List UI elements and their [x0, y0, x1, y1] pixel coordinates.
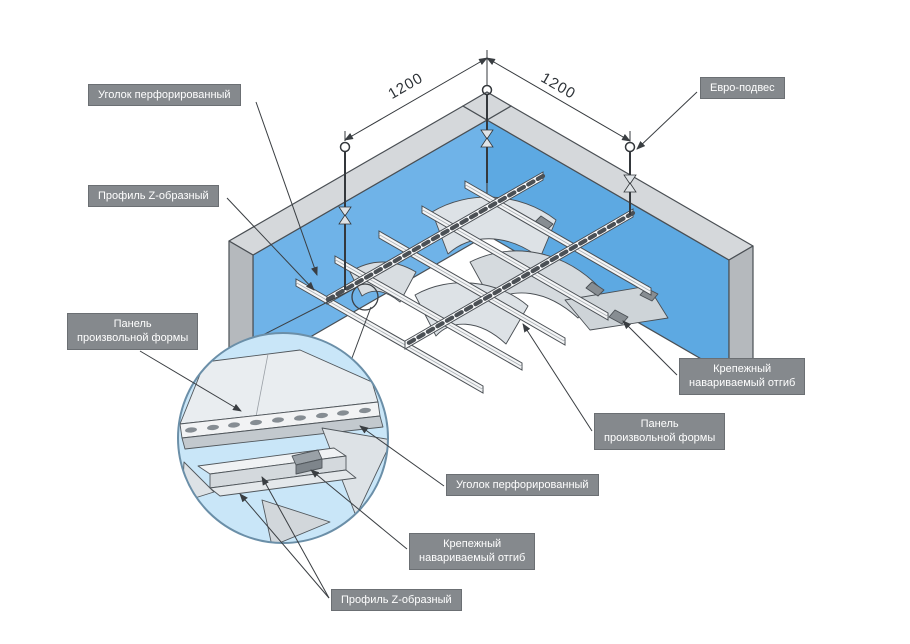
detail-panel-piece [261, 499, 331, 543]
detail-fastening-bend [291, 449, 323, 475]
hanger [338, 141, 352, 290]
leader-fastening-bend-right [622, 320, 678, 376]
leader-z-profile-top [226, 197, 315, 291]
detail-source-circle [351, 283, 379, 311]
label-perforated-angle-top: Уголок перфорированный [88, 84, 241, 107]
detail-perforation-holes [185, 407, 371, 433]
label-panel-right: Панель произвольной формы [594, 413, 726, 450]
label-fastening-bend-right: Крепежный навариваемый отгиб [679, 358, 806, 395]
label-line: Крепежный [713, 363, 772, 375]
dimension-left-value: 1200 [385, 69, 426, 102]
detail-perforated-angle-face [181, 415, 384, 450]
detail-circle-content [179, 349, 388, 543]
label-perforated-angle-detail: Уголок перфорированный [446, 474, 599, 497]
label-z-profile-detail: Профиль Z-образный [331, 589, 462, 612]
leader-z-profile-detail-1 [239, 493, 330, 599]
hanger [623, 141, 637, 215]
label-line: Панель [113, 318, 152, 330]
panel-flat [564, 285, 669, 331]
leader-panel-right [522, 323, 593, 432]
leader-panel-left [139, 350, 242, 412]
label-line: произвольной формы [77, 332, 189, 345]
left-wall [228, 105, 488, 371]
right-wall [486, 105, 754, 376]
leader-perforated-angle-detail [359, 425, 445, 487]
label-line: Панель [640, 418, 679, 430]
perforated-angle-rail [402, 208, 636, 350]
label-fastening-bend-detail: Крепежный навариваемый отгиб [409, 533, 536, 570]
detail-circle-outline [177, 332, 389, 544]
label-panel-left: Панель произвольной формы [67, 313, 199, 350]
label-line: произвольной формы [604, 432, 716, 445]
z-profile-rails [295, 180, 652, 394]
leader-z-profile-detail-2 [261, 476, 330, 599]
dimension-lines [344, 50, 631, 142]
perforated-angle-rails [324, 171, 636, 350]
panel-shape [431, 196, 557, 259]
label-line: навариваемый отгиб [419, 552, 526, 565]
label-line: Крепежный [443, 538, 502, 550]
leader-perforated-angle-top [255, 101, 318, 276]
dimension-right-value: 1200 [538, 69, 579, 102]
label-z-profile-top: Профиль Z-образный [88, 185, 219, 208]
fastening-bend-tab [585, 281, 605, 297]
label-line: навариваемый отгиб [689, 377, 796, 390]
leader-fastening-bend-detail [310, 469, 408, 550]
leader-euro-hanger [636, 91, 698, 150]
label-euro-hanger: Евро-подвес [700, 77, 785, 100]
panel-shape [349, 261, 417, 303]
leader-lines [139, 91, 698, 599]
ceiling-panels [349, 196, 669, 345]
perforated-angle-rail [324, 171, 546, 305]
